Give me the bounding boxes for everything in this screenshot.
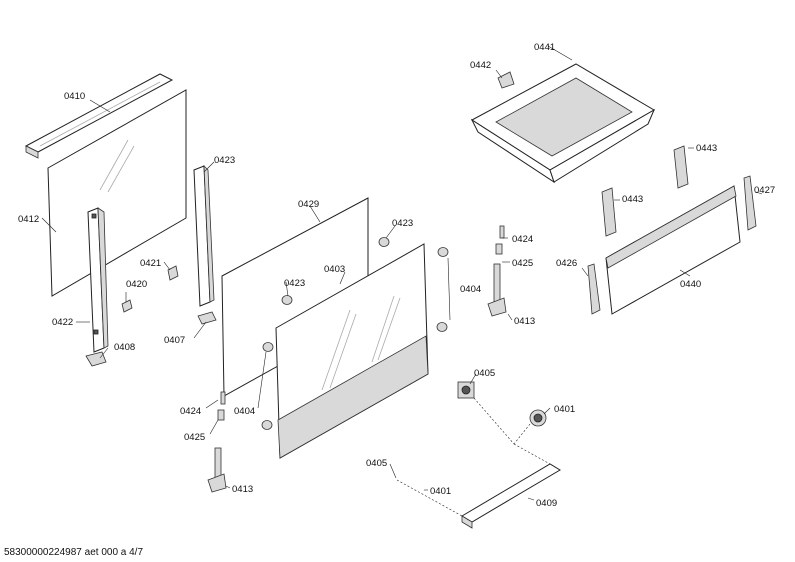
label-0409: 0409 [536, 498, 557, 509]
label-0420: 0420 [126, 279, 147, 290]
leader-lines [41, 45, 763, 501]
part-0408-bracket [85, 351, 107, 367]
label-0421: 0421 [140, 258, 161, 269]
label-0427: 0427 [754, 185, 775, 196]
part-0423-bumper-a [281, 295, 293, 305]
part-0407-bracket [197, 311, 217, 325]
label-0441: 0441 [534, 42, 555, 53]
label-0410: 0410 [64, 91, 85, 102]
label-0412: 0412 [18, 214, 39, 225]
part-0442-bracket [497, 71, 515, 89]
label-0424-upper: 0424 [512, 234, 533, 245]
part-0420-clip [121, 299, 133, 313]
label-0440: 0440 [680, 279, 701, 290]
label-0443-b: 0443 [622, 194, 643, 205]
part-0404-bumper-a [262, 342, 274, 352]
part-0423-side-rail [193, 164, 215, 307]
part-0413-hinge-upper [487, 225, 507, 317]
label-0407: 0407 [164, 335, 185, 346]
assembly-lines [396, 397, 551, 517]
label-0405-lower: 0405 [366, 458, 387, 469]
label-0401-lower: 0401 [430, 486, 451, 497]
label-0408: 0408 [114, 342, 135, 353]
part-0412-inner-glass [47, 89, 187, 297]
label-0422: 0422 [52, 317, 73, 328]
label-0425-lower: 0425 [184, 432, 205, 443]
part-0410-trim-bar [24, 73, 174, 159]
label-0424-lower: 0424 [180, 406, 201, 417]
label-0413-lower: 0413 [232, 484, 253, 495]
label-0426: 0426 [556, 258, 577, 269]
label-0423-bumper-b: 0423 [392, 218, 413, 229]
part-0404-bumper-b [261, 420, 273, 430]
label-0423-bumper-a: 0423 [284, 278, 305, 289]
part-0404-bumper-c [437, 247, 449, 257]
part-0443-hinge-b [601, 187, 617, 237]
part-0443-hinge-a [673, 145, 689, 189]
label-0401-upper: 0401 [554, 404, 575, 415]
part-0440-drawer-front [605, 185, 741, 315]
label-0442: 0442 [470, 60, 491, 71]
label-0425-upper: 0425 [512, 258, 533, 269]
part-0441-drip-tray [470, 63, 656, 184]
part-0427-end-cap [743, 175, 757, 231]
part-0404-bumper-d [436, 322, 448, 332]
label-0404-left: 0404 [234, 406, 255, 417]
label-0405-upper: 0405 [474, 368, 495, 379]
part-0426-end-cap [587, 263, 601, 315]
part-0405-knob [457, 381, 475, 399]
label-0413-upper: 0413 [514, 316, 535, 327]
part-0423-bumper-b [378, 237, 390, 247]
label-0429: 0429 [298, 199, 319, 210]
part-0422-hinge-rail [87, 207, 109, 353]
document-reference-footer: 58300000224987 aet 000 a 4/7 [4, 547, 144, 558]
label-0403: 0403 [324, 264, 345, 275]
part-0421-clip [167, 265, 179, 281]
part-0401-knob [529, 409, 547, 427]
label-0443-a: 0443 [696, 143, 717, 154]
label-0404-right: 0404 [460, 284, 481, 295]
part-0413-hinge-lower [207, 391, 227, 493]
label-0423-rail: 0423 [214, 155, 235, 166]
part-0409-handle-bar [461, 463, 561, 529]
part-0403-outer-door [275, 243, 429, 459]
